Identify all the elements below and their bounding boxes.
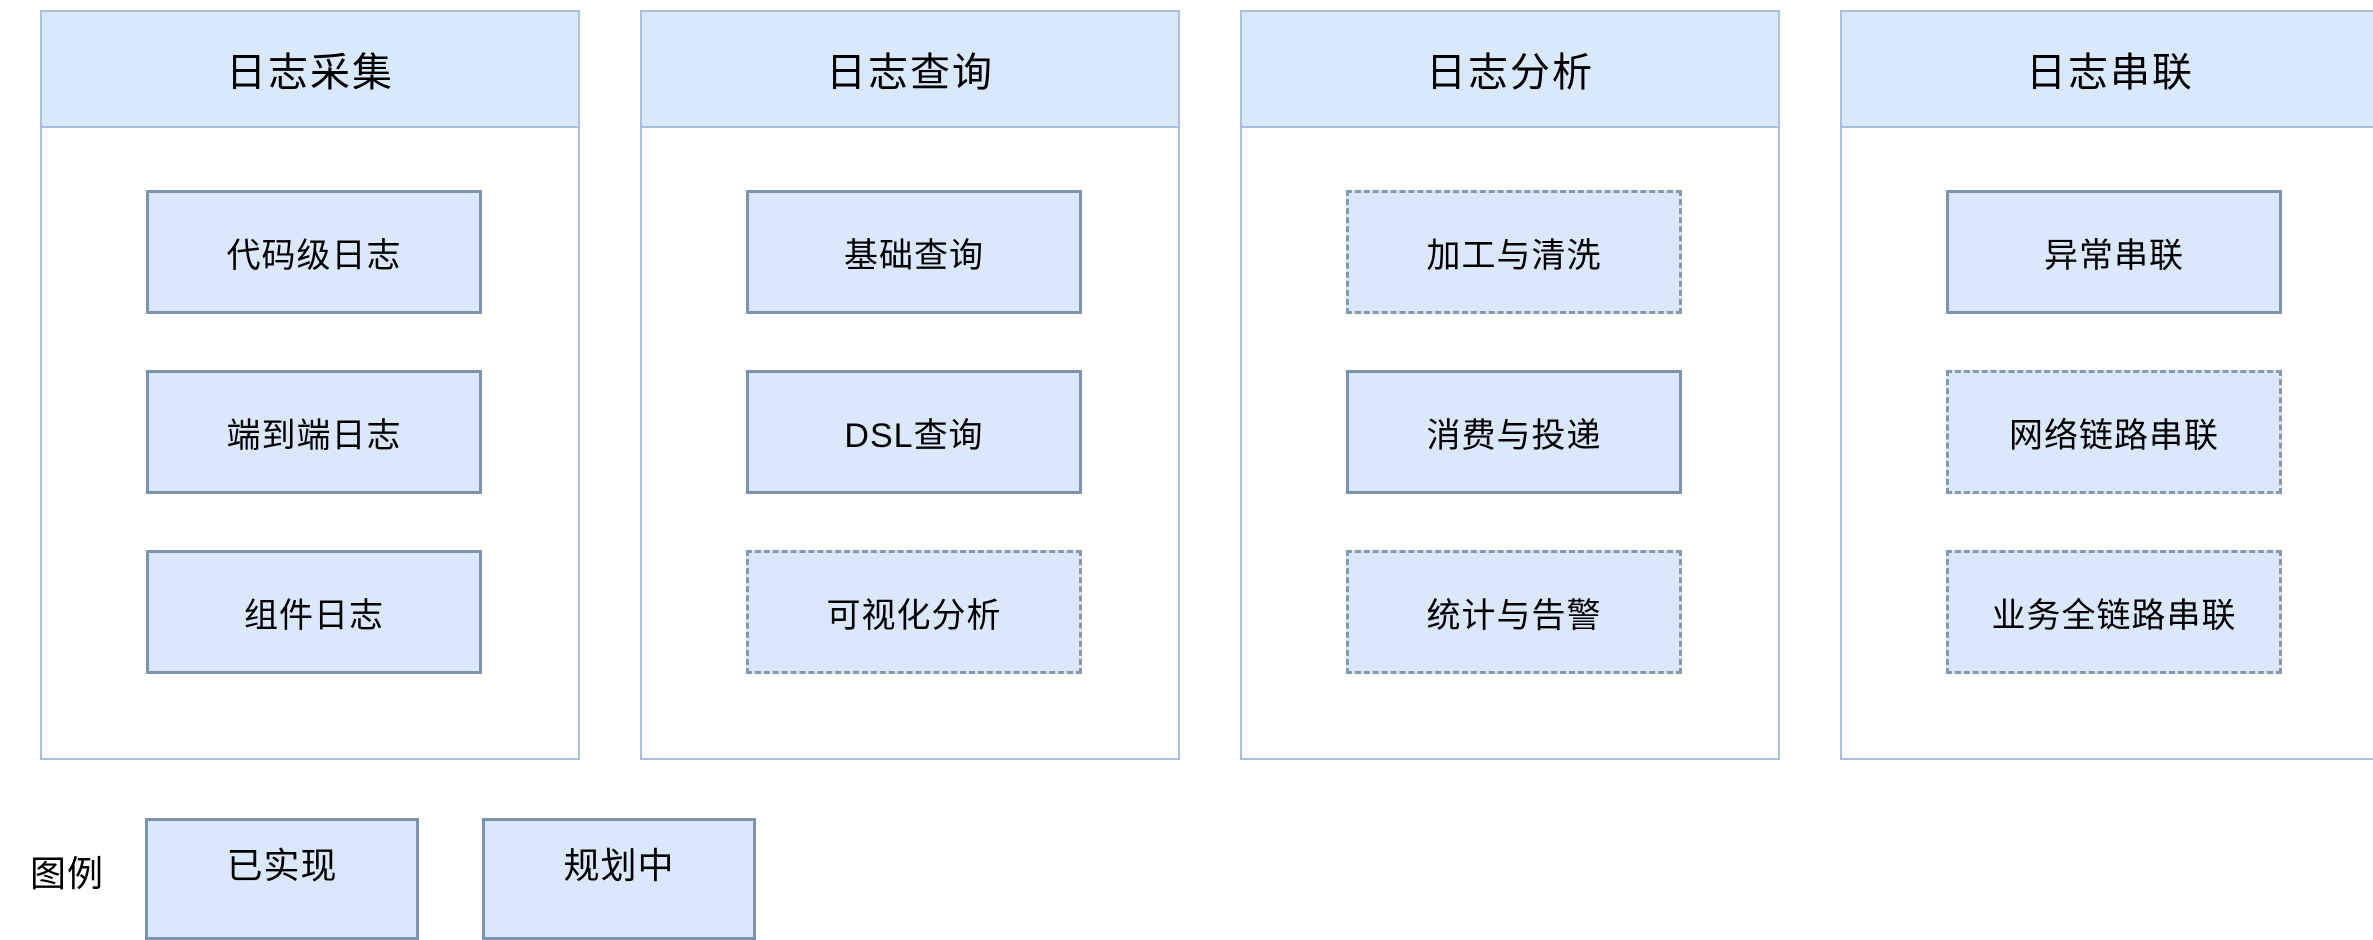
log-platform-diagram: 日志采集 代码级日志 端到端日志 组件日志 日志查询 基础查询 DSL查询 可视… — [30, 10, 2373, 940]
feature-box: DSL查询 — [746, 370, 1082, 494]
feature-box: 异常串联 — [1946, 190, 2282, 314]
feature-box: 组件日志 — [146, 550, 482, 674]
column-header: 日志采集 — [42, 12, 578, 128]
legend-label: 图例 — [30, 853, 105, 894]
column-log-query: 日志查询 基础查询 DSL查询 可视化分析 — [640, 10, 1180, 760]
column-log-analysis: 日志分析 加工与清洗 消费与投递 统计与告警 — [1240, 10, 1780, 760]
feature-box: 端到端日志 — [146, 370, 482, 494]
feature-box: 消费与投递 — [1346, 370, 1682, 494]
column-header: 日志查询 — [642, 12, 1178, 128]
legend-item-label: 已实现 — [226, 845, 338, 886]
feature-box: 可视化分析 — [746, 550, 1082, 674]
column-log-collection: 日志采集 代码级日志 端到端日志 组件日志 — [40, 10, 580, 760]
column-log-chaining: 日志串联 异常串联 网络链路串联 业务全链路串联 — [1840, 10, 2373, 760]
legend-item-implemented: 已实现 — [145, 818, 419, 940]
feature-box: 业务全链路串联 — [1946, 550, 2282, 674]
legend-item-label: 规划中 — [563, 845, 675, 886]
feature-box: 加工与清洗 — [1346, 190, 1682, 314]
feature-box: 统计与告警 — [1346, 550, 1682, 674]
legend-item-planned: 规划中 — [482, 818, 756, 940]
column-header: 日志串联 — [1842, 12, 2373, 128]
feature-box: 网络链路串联 — [1946, 370, 2282, 494]
column-header: 日志分析 — [1242, 12, 1778, 128]
feature-box: 代码级日志 — [146, 190, 482, 314]
feature-box: 基础查询 — [746, 190, 1082, 314]
